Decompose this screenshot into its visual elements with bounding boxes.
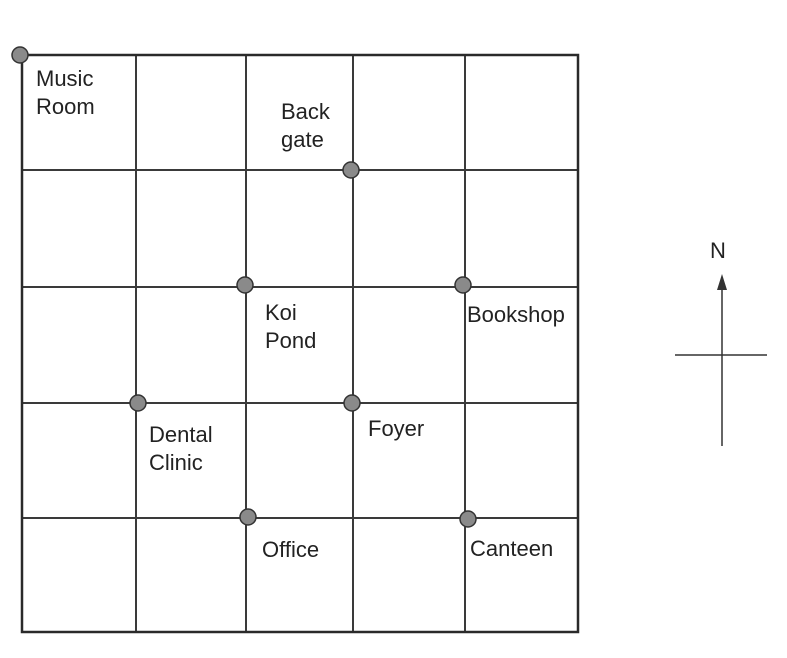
north-arrow-icon bbox=[717, 274, 727, 290]
landmark-label: Office bbox=[262, 537, 319, 562]
location-dot-icon bbox=[454, 276, 472, 294]
location-dot-icon bbox=[236, 276, 254, 294]
location-dot-icon bbox=[343, 394, 361, 412]
landmark-foyer: Foyer bbox=[343, 394, 424, 441]
landmark-office: Office bbox=[239, 508, 319, 562]
landmark-label: Room bbox=[36, 94, 95, 119]
landmark-label: Music bbox=[36, 66, 93, 91]
landmark-bookshop: Bookshop bbox=[454, 276, 565, 327]
landmark-label: Foyer bbox=[368, 416, 424, 441]
landmark-label: Canteen bbox=[470, 536, 553, 561]
landmark-label: Dental bbox=[149, 422, 213, 447]
landmark-label: Koi bbox=[265, 300, 297, 325]
location-dot-icon bbox=[11, 46, 29, 64]
landmark-label: Pond bbox=[265, 328, 316, 353]
landmark-canteen: Canteen bbox=[459, 510, 553, 561]
location-dot-icon bbox=[459, 510, 477, 528]
landmark-label: gate bbox=[281, 127, 324, 152]
location-dot-icon bbox=[239, 508, 257, 526]
location-dot-icon bbox=[129, 394, 147, 412]
landmark-label: Back bbox=[281, 99, 331, 124]
landmark-back-gate: Back gate bbox=[281, 99, 360, 179]
map-border bbox=[20, 53, 580, 634]
location-dot-icon bbox=[342, 161, 360, 179]
landmark-label: Clinic bbox=[149, 450, 203, 475]
grid-lines bbox=[20, 53, 580, 634]
compass: N bbox=[675, 238, 767, 446]
compass-north-label: N bbox=[710, 238, 726, 263]
landmark-label: Bookshop bbox=[467, 302, 565, 327]
